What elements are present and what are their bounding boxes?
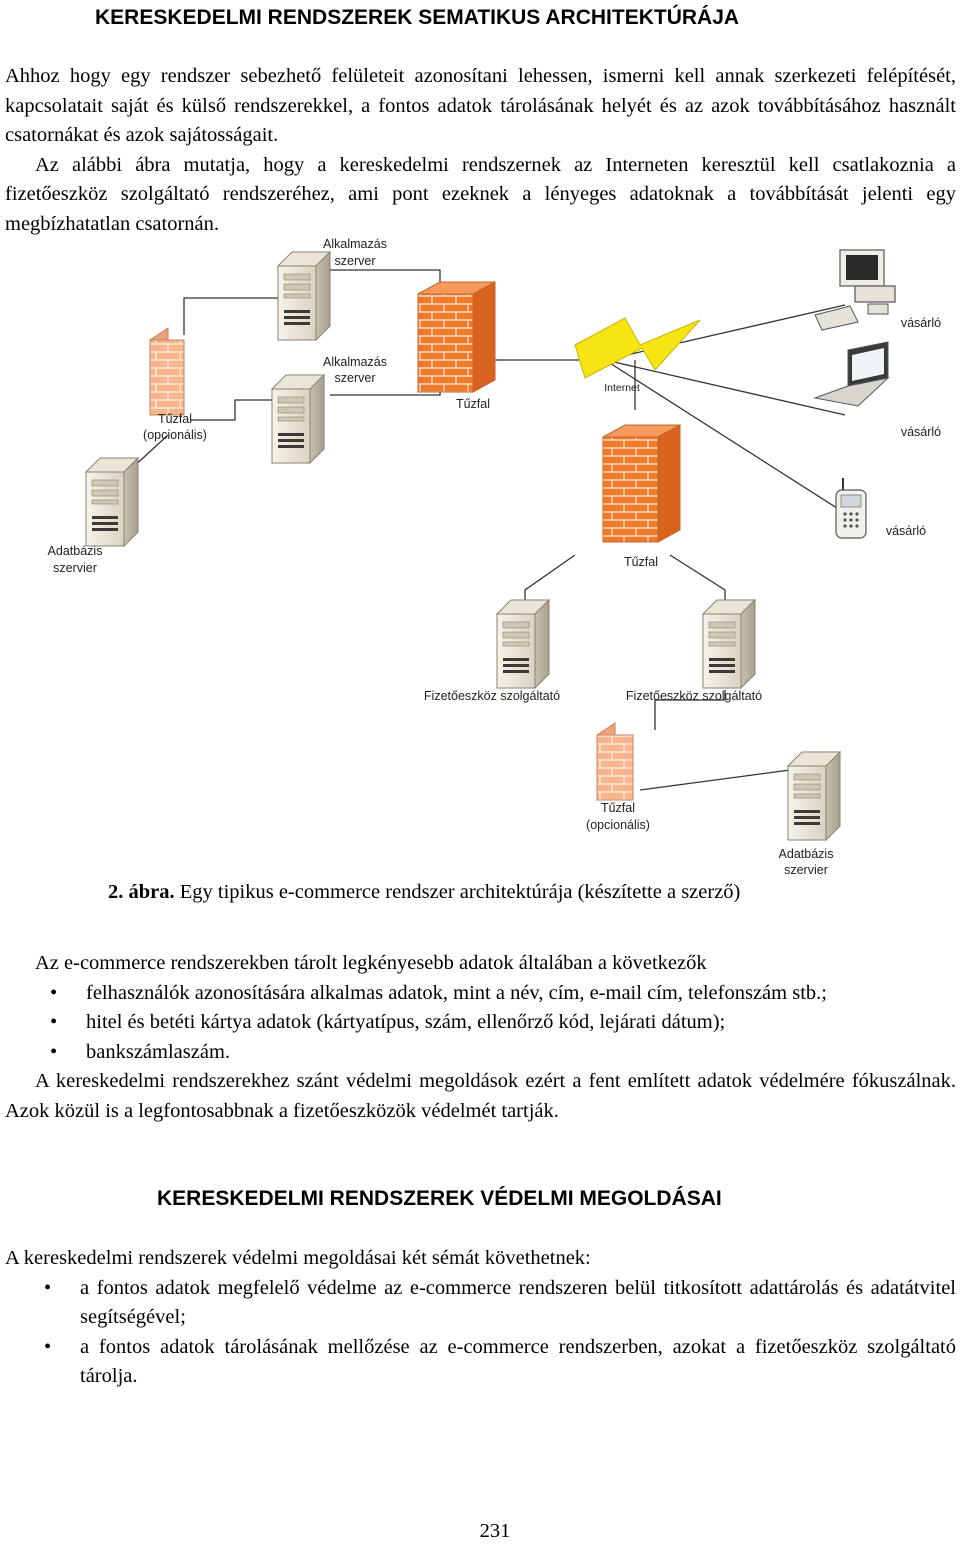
intro-paragraph-block: Ahhoz hogy egy rendszer sebezhető felüle… (5, 62, 956, 239)
protection-schemes-intro: A kereskedelmi rendszerek védelmi megold… (5, 1247, 591, 1269)
firewall-payment-icon (602, 424, 681, 543)
protection-schemes-list: •a fontos adatok megfelelő védelme az e-… (44, 1274, 956, 1392)
figure-caption: 2. ábra. Egy tipikus e-commerce rendszer… (108, 878, 740, 907)
bullet-icon: • (44, 1335, 52, 1358)
mobile-phone-icon (835, 478, 867, 539)
architecture-diagram: Alkalmazás szerver Alkalmazás szerver Tű… (48, 237, 942, 877)
list-item: •bankszámlaszám. (50, 1038, 956, 1068)
firewall-payment-label: Tűzfal (624, 555, 658, 569)
page-number: 231 (479, 1520, 511, 1542)
bullet-icon: • (50, 1011, 58, 1033)
sensitive-data-list: •felhasználók azonosítására alkalmas ada… (50, 979, 956, 1068)
desktop-computer-icon (814, 249, 896, 331)
app-server-1-icon (277, 251, 331, 341)
app-server-2-label-line1: Alkalmazás (323, 355, 387, 369)
app-server-2-label-line2: szerver (335, 371, 376, 385)
protection-schemes-block: A kereskedelmi rendszerek védelmi megold… (5, 1244, 956, 1392)
firewall-optional-right-label-line2: (opcionális) (586, 818, 650, 832)
bullet-icon: • (50, 1040, 58, 1063)
firewall-optional-left-icon (149, 327, 185, 416)
figure-caption-number: 2. ábra. (108, 881, 175, 903)
db-server-right-icon (787, 751, 841, 841)
db-server-left-icon (85, 457, 139, 547)
firewall-optional-right-label-line1: Tűzfal (601, 801, 635, 815)
app-server-2-icon (271, 374, 325, 464)
payment-provider-1-label: Fizetőeszköz szolgáltató (424, 689, 560, 703)
buyer-1-label: vásárló (901, 316, 941, 330)
firewall-optional-left-label-line2: (opcionális) (143, 428, 207, 442)
firewall-optional-right-icon (596, 722, 634, 801)
intro-paragraph-2: Az alábbi ábra mutatja, hogy a kereskede… (5, 153, 956, 235)
db-server-left-label-line2: szervier (53, 561, 97, 575)
firewall-main-label: Tűzfal (456, 397, 490, 411)
intro-paragraph-1: Ahhoz hogy egy rendszer sebezhető felüle… (5, 65, 956, 146)
sensitive-data-block: Az e-commerce rendszerekben tárolt legké… (5, 949, 956, 1126)
list-item: •felhasználók azonosítására alkalmas ada… (50, 979, 956, 1009)
figure-caption-text: Egy tipikus e-commerce rendszer architek… (174, 881, 741, 903)
section-heading-architecture: KERESKEDELMI RENDSZEREK SEMATIKUS ARCHIT… (95, 6, 740, 29)
list-item: •a fontos adatok tárolásának mellőzése a… (44, 1333, 956, 1392)
payment-provider-1-server-icon (496, 599, 550, 689)
payment-provider-2-server-icon (702, 599, 756, 689)
buyer-3-label: vásárló (886, 524, 926, 538)
db-server-left-label-line1: Adatbázis (48, 544, 103, 558)
firewall-optional-left-label-line1: Tűzfal (158, 412, 192, 426)
app-server-1-label-line1: Alkalmazás (323, 237, 387, 251)
laptop-icon (813, 341, 890, 407)
list-item: •hitel és betéti kártya adatok (kártyatí… (50, 1008, 956, 1038)
payment-provider-2-label: Fizetőeszköz szolgáltató (626, 689, 762, 703)
internet-label: Internet (604, 382, 640, 394)
firewall-main-icon (417, 281, 496, 393)
protection-focus-paragraph: A kereskedelmi rendszerekhez szánt védel… (5, 1070, 956, 1122)
bullet-icon: • (50, 981, 58, 1004)
db-server-right-label-line1: Adatbázis (779, 847, 834, 861)
app-server-1-label-line2: szerver (335, 254, 376, 268)
buyer-2-label: vásárló (901, 425, 941, 439)
section-heading-protection: KERESKEDELMI RENDSZEREK VÉDELMI MEGOLDÁS… (157, 1187, 722, 1210)
db-server-right-label-line2: szervier (784, 863, 828, 877)
sensitive-data-intro: Az e-commerce rendszerekben tárolt legké… (35, 952, 707, 974)
list-item: •a fontos adatok megfelelő védelme az e-… (44, 1274, 956, 1333)
internet-lightning-icon (574, 317, 701, 379)
bullet-icon: • (44, 1276, 52, 1299)
